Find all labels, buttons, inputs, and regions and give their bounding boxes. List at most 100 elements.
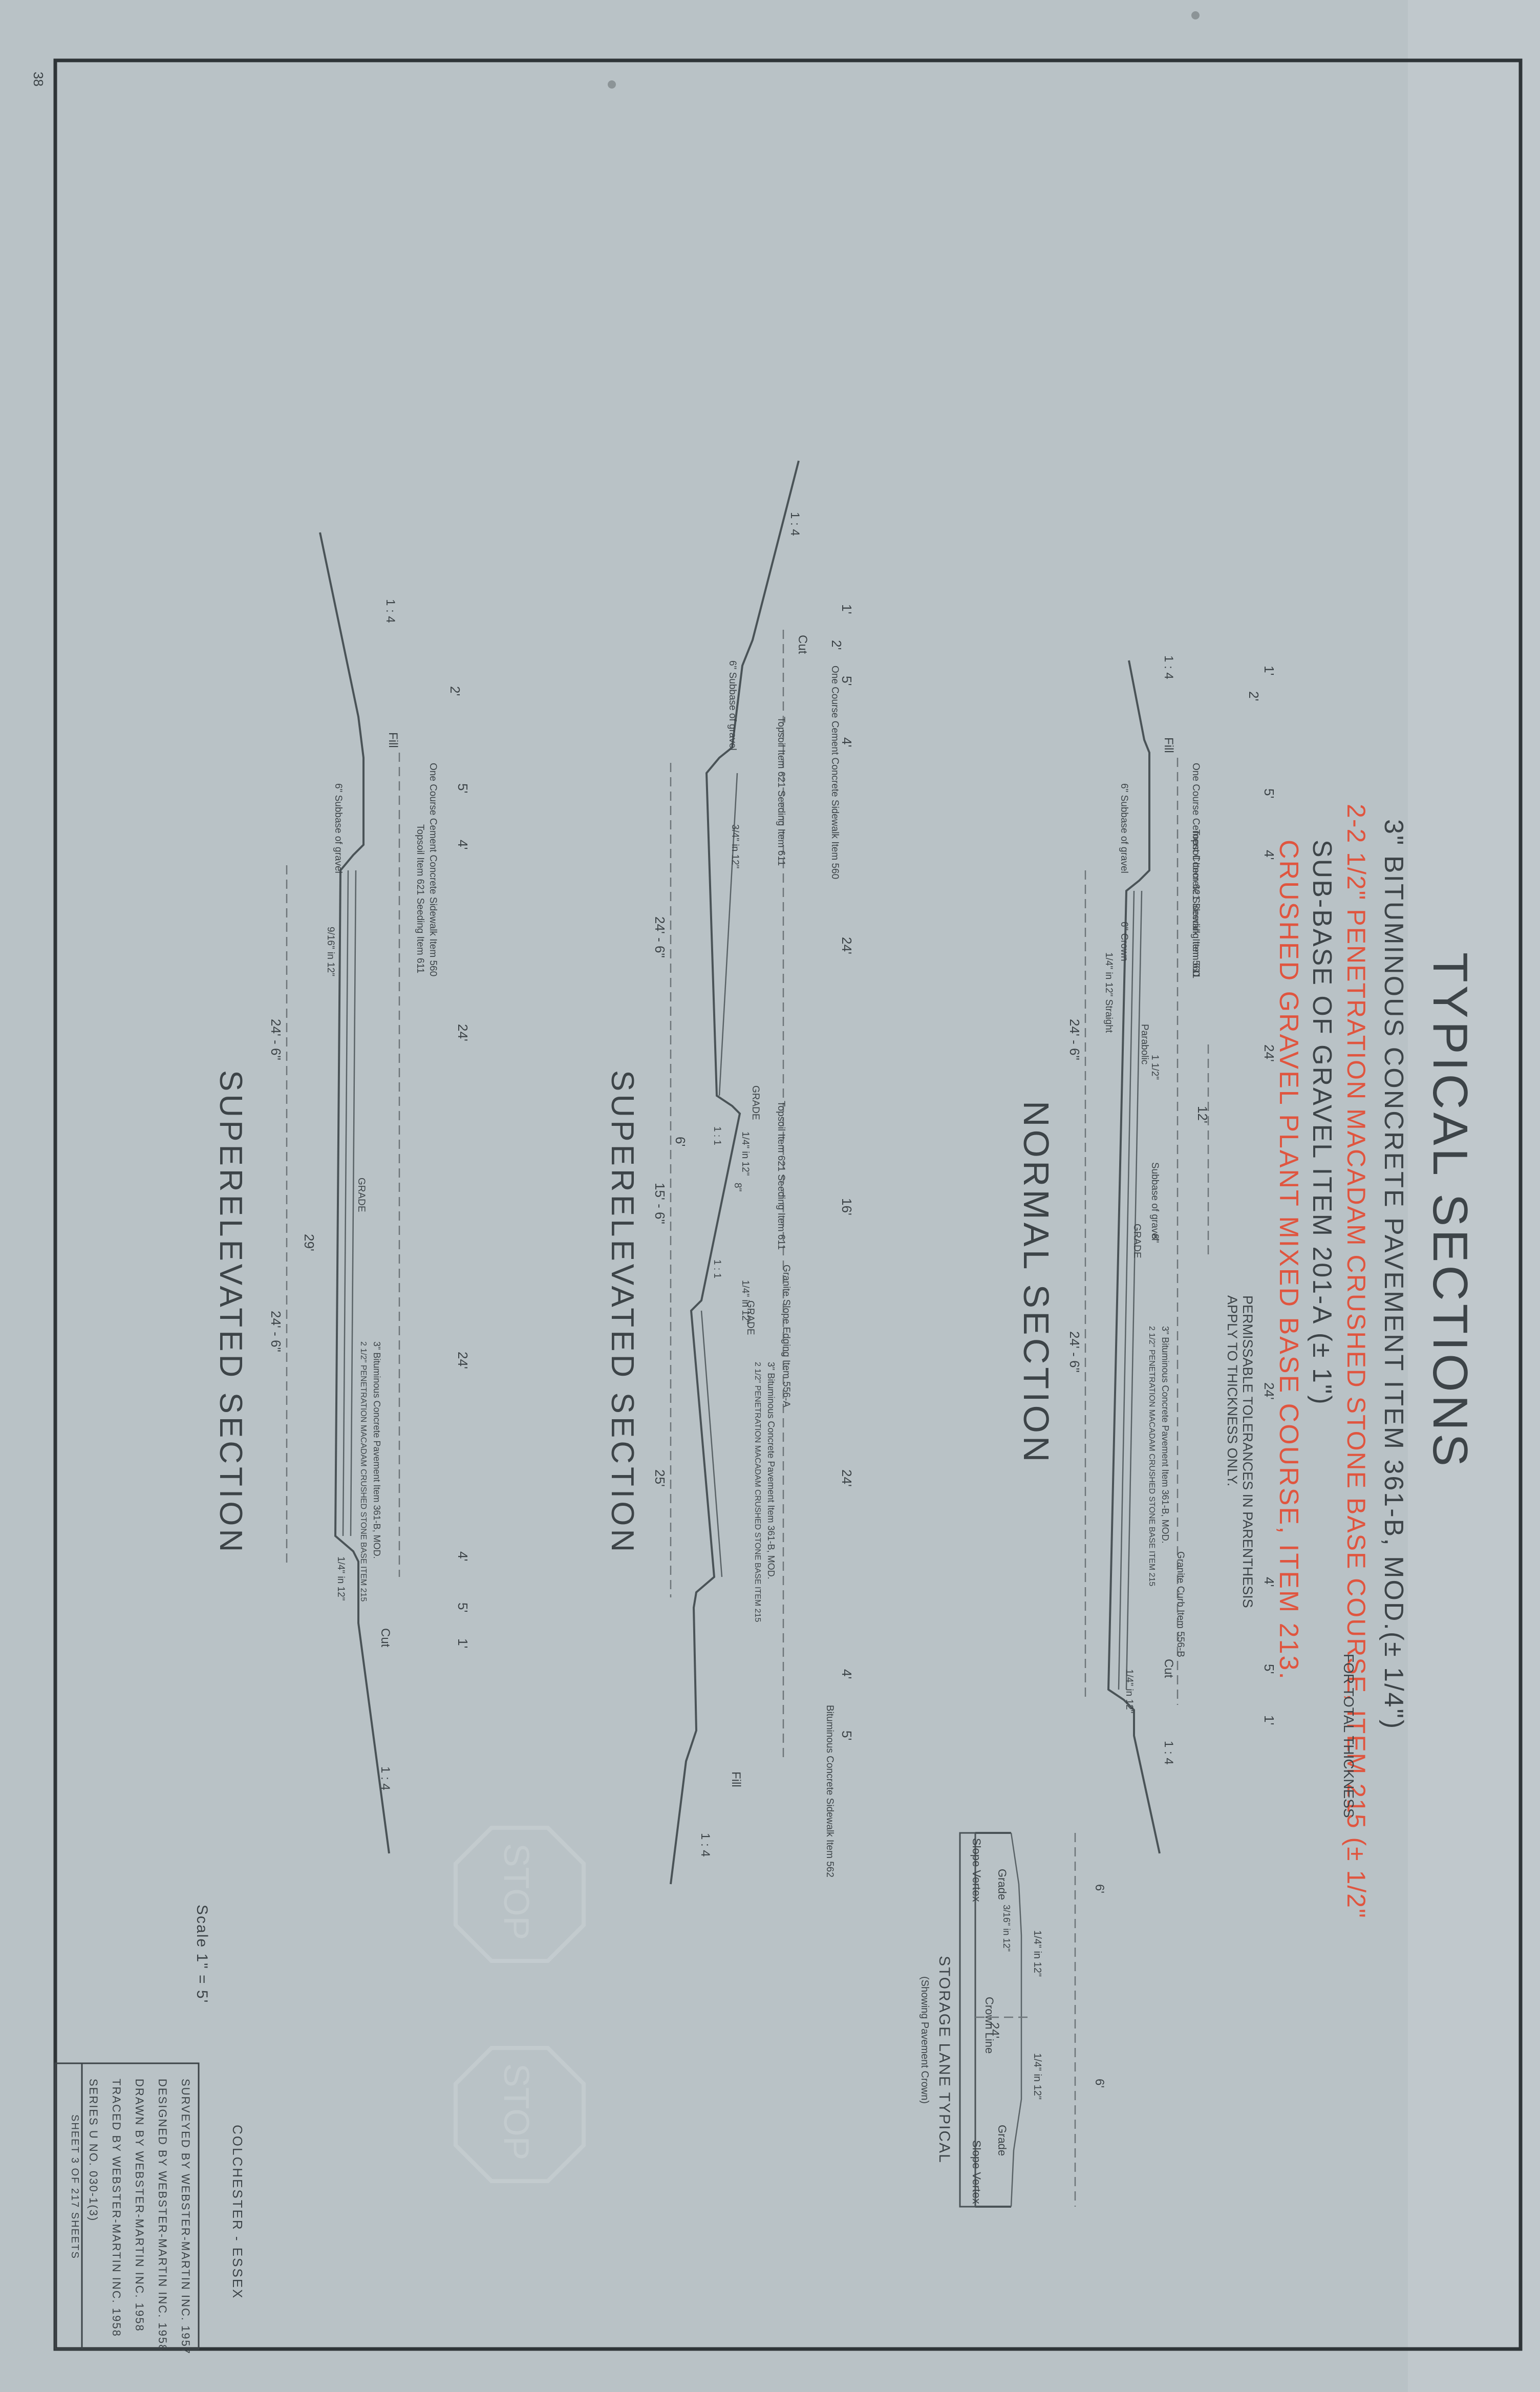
subgrade-note: Subbase of gravel <box>1149 1162 1160 1241</box>
cut-note: Cut <box>1162 1659 1175 1678</box>
pavement-note: 3" Bituminous Concrete Pavement Item 361… <box>1160 1326 1170 1544</box>
crown-note: 6" Crown <box>1119 922 1129 962</box>
storage-lane-label: STORAGE LANE TYPICAL <box>936 1956 953 2164</box>
rate-note: 3/4" in 12" <box>730 824 740 868</box>
watermark-text: STOP <box>497 2063 537 2160</box>
grade-note: Grade <box>996 1869 1009 1900</box>
margin-stamp: 38 <box>31 72 46 87</box>
normal-pavement-line <box>1118 890 1135 1690</box>
macadam-note: 2 1/2" PENETRATION MACADAM CRUSHED STONE… <box>359 1341 368 1601</box>
slope-note: 1 : 4 <box>788 512 802 536</box>
storage-lane-detail: Slope Vertex Slope Vertex Grade Grade Cr… <box>919 1832 1106 2208</box>
title-block-heading: TYPICAL SECTIONS 3" BITUMINOUS CONCRETE … <box>1225 804 1478 1919</box>
dim-label: 5' <box>455 1603 470 1612</box>
dim-label: 24' <box>988 2022 1001 2038</box>
rate-note: 1/4" in 12" <box>740 1280 751 1324</box>
rate-note: 1/4" in 12" <box>740 1131 751 1176</box>
slope-note: 1 : 4 <box>698 1833 712 1857</box>
title-line-2-red: 2-2 1/2" PENETRATION MACADAM CRUSHED STO… <box>1342 804 1371 1919</box>
dim-label: 6' <box>673 1137 688 1146</box>
dim-label: 25' <box>652 1469 668 1487</box>
sidewalk-note: One Course Cement Concrete Sidewalk Item… <box>1190 763 1201 976</box>
subbase-note: 6" Subbase of gravel <box>333 783 344 873</box>
dim-label: 24' <box>839 937 854 954</box>
macadam-note: 2 1/2" PENETRATION MACADAM CRUSHED STONE… <box>1147 1326 1156 1586</box>
granite-curb-note: Granite Curb Item 556-B <box>1175 1551 1186 1657</box>
slope-note: 1 : 4 <box>1162 1741 1175 1765</box>
dim-label: 24' - 6" <box>268 1019 284 1060</box>
dim-label: 24' <box>1261 1382 1277 1400</box>
dim-label: 1' <box>839 604 854 614</box>
slope-note: 1 : 1 <box>712 1126 722 1145</box>
stop-sign-watermark <box>454 2046 586 2183</box>
series-number: SERIES U NO. 030-1(3) <box>87 2079 100 2222</box>
superelevated-section-middle: SUPERELEVATED SECTION 1' 5' 4' 24' 16' 2… <box>605 460 854 1885</box>
title-block-box <box>54 2062 200 2350</box>
left-section-label: SUPERELEVATED SECTION <box>213 1070 248 1555</box>
punch-hole <box>1191 11 1200 19</box>
slope-note: 1 : 1 <box>712 1259 722 1278</box>
crown-line-note: Crown Line <box>983 1997 996 2054</box>
dim-label: 24' - 6" <box>1067 1019 1082 1060</box>
topsoil-note: Topsoil Item 621 Seeding Item 611 <box>1190 829 1201 978</box>
rate-note: 1/4" in 12" <box>1032 2053 1043 2100</box>
dim-label: 2' <box>447 686 463 696</box>
location-label: COLCHESTER - ESSEX <box>230 2125 245 2300</box>
dim-label: 1' <box>1261 1715 1277 1725</box>
topsoil-note: Topsoil Item 621 Seeding Item 611 <box>776 1101 786 1250</box>
title-line-1: 3" BITUMINOUS CONCRETE PAVEMENT ITEM 361… <box>1379 819 1408 1730</box>
dim-label: 4' <box>455 840 470 849</box>
dim-label: 5' <box>1261 788 1277 798</box>
granite-edging-note: Granite Slope Edging Item 556-A <box>781 1265 792 1407</box>
stop-sign-watermark <box>454 1826 586 1963</box>
dim-label: 5' <box>839 676 854 686</box>
left-pavement-line <box>342 870 349 1536</box>
punch-hole <box>608 80 616 89</box>
rate-note: 9/16" in 12" <box>325 927 336 976</box>
dim-label: 24' - 6" <box>1067 1331 1082 1373</box>
slope-note: 1 : 4 <box>1162 655 1175 679</box>
mid-pavement-line <box>718 773 738 1096</box>
tolerance-note-1: PERMISSABLE TOLERANCES IN PARENTHESIS <box>1240 1295 1255 1608</box>
dim-label: 24' <box>1261 1044 1277 1062</box>
storage-lane-box <box>959 1832 976 2208</box>
grade-note: Grade <box>996 2125 1009 2156</box>
dim-note: 8" <box>1149 1234 1160 1243</box>
dim-label: 6' <box>1093 1884 1106 1893</box>
designed-by: DESIGNED BY WEBSTER-MARTIN INC. 1958 <box>156 2079 169 2352</box>
pavement-note: 3" Bituminous Concrete Pavement Item 361… <box>372 1341 382 1559</box>
sidewalk-note: One Course Cement Concrete Sidewalk Item… <box>829 666 840 879</box>
subbase-note: 6" Subbase of gravel <box>727 660 738 751</box>
bituminous-sidewalk-note: Bituminous Concrete Sidewalk Item 562 <box>824 1705 835 1877</box>
scale-note: Scale 1" = 5' <box>194 1905 210 2003</box>
topsoil-note: Topsoil Item 621 Seeding Item 611 <box>415 824 425 973</box>
title-line-3: SUB-BASE OF GRAVEL ITEM 201-A (± 1") <box>1307 840 1337 1406</box>
tolerance-note-2: APPLY TO THICKNESS ONLY. <box>1225 1295 1240 1486</box>
dim-label: 24' <box>455 1352 470 1369</box>
watermark-text: STOP <box>497 1843 537 1940</box>
slope-vertex-note: Slope Vertex <box>970 2140 983 2204</box>
cut-note: Cut <box>378 1628 392 1648</box>
normal-section: NORMAL SECTION 1' 5' 4' 24' 24' 4' 5' 1'… <box>1016 655 1277 1854</box>
dim-label: 4' <box>1261 1577 1277 1587</box>
storage-lane-sublabel: (Showing Pavement Crown) <box>919 1976 930 2104</box>
fill-note: Fill <box>729 1771 743 1787</box>
drawn-by: DRAWN BY WEBSTER-MARTIN INC. 1958 <box>133 2079 146 2332</box>
normal-section-profile <box>1107 660 1161 1854</box>
slope-note: 1 : 4 <box>378 1766 392 1790</box>
slope-vertex-note: Slope Vertex <box>970 1838 983 1902</box>
dim-label: 5' <box>1261 1664 1277 1674</box>
dim-label: 15' - 6" <box>652 1183 668 1224</box>
title-block: COLCHESTER - ESSEX SURVEYED BY WEBSTER-M… <box>54 2062 245 2355</box>
pavement-note: 3" Bituminous Concrete Pavement Item 361… <box>766 1362 776 1579</box>
fill-note: Fill <box>1162 737 1175 753</box>
mid-section-profile <box>670 460 800 1885</box>
rate-note: 3/16" in 12" <box>1001 1905 1012 1952</box>
normal-section-label: NORMAL SECTION <box>1016 1101 1056 1465</box>
grade-note: GRADE <box>750 1085 761 1120</box>
dim-note: 1 1/2" <box>1149 1055 1160 1080</box>
dim-label: 29' <box>302 1234 317 1251</box>
dim-note: 8" <box>732 1183 743 1191</box>
left-base-line <box>350 870 357 1536</box>
macadam-note: 2 1/2" PENETRATION MACADAM CRUSHED STONE… <box>753 1362 762 1622</box>
